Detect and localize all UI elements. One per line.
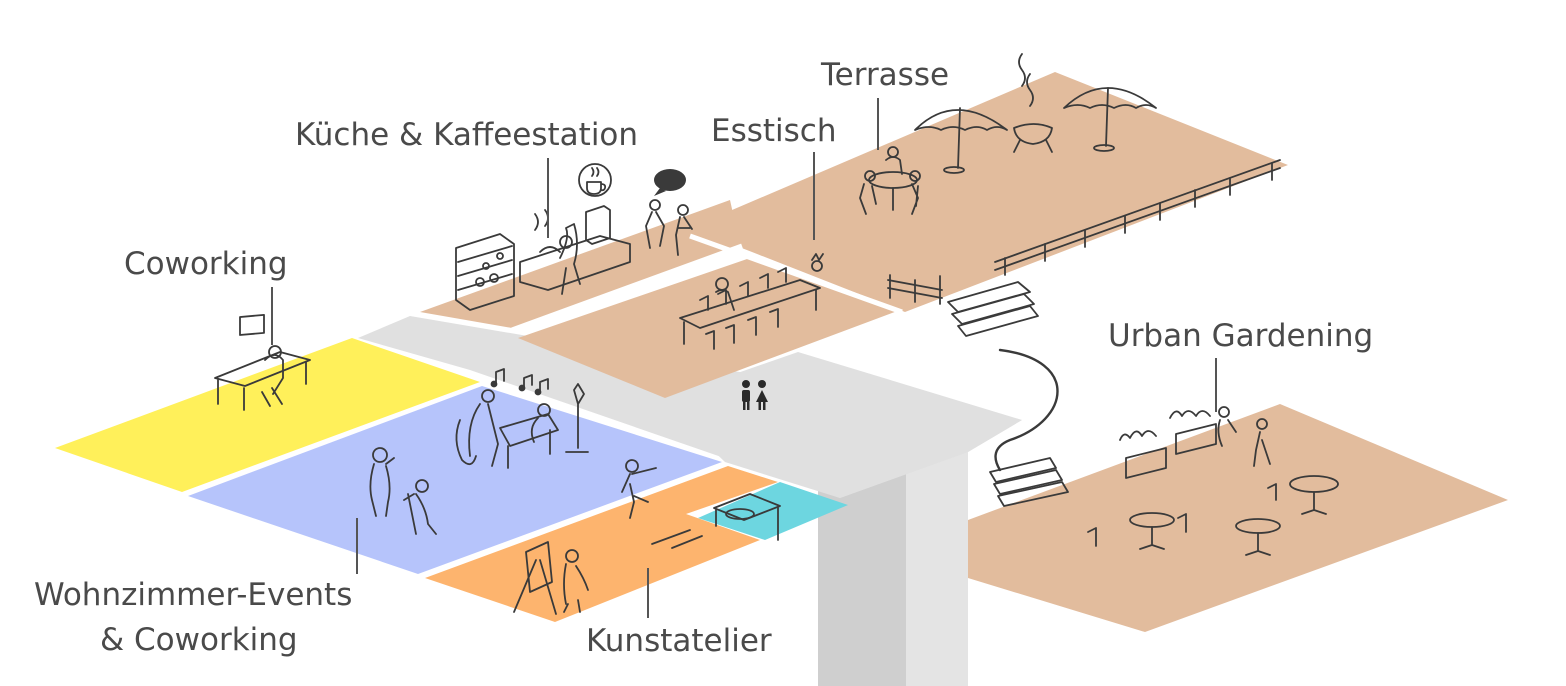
- people-chatting-sketch: [645, 199, 693, 256]
- urban-gardening-label: Urban Gardening: [1108, 318, 1373, 354]
- dining-table-sketch: [679, 253, 824, 350]
- stairs-upper: [947, 281, 1039, 337]
- coffee-cup-icon: [578, 163, 612, 197]
- stair-connector-curve: [994, 348, 1059, 472]
- coworking-label: Coworking: [124, 246, 288, 282]
- coworking-desk-sketch: [214, 313, 311, 411]
- easel-sketch: [513, 541, 589, 615]
- restroom-icon: [742, 380, 768, 410]
- garden-tables-sketch: [1087, 475, 1339, 556]
- terrace-floor: [690, 72, 1288, 312]
- living-events-label-line1: Wohnzimmer-Events: [34, 577, 352, 613]
- terrace-table-sketch: [859, 146, 921, 215]
- coworking-zone: [55, 338, 480, 492]
- kitchen-shelf-sketch: [455, 233, 515, 311]
- stairs-lower: [989, 457, 1069, 507]
- art-studio-zone: [425, 466, 778, 622]
- umbrella-icon: [1063, 87, 1157, 152]
- label-leaders: [271, 98, 1217, 618]
- dining-label: Esstisch: [711, 113, 837, 149]
- planters-sketch: [1119, 406, 1271, 479]
- bbq-grill-icon: [1013, 53, 1053, 153]
- kitchen-label: Küche & Kaffeestation: [295, 117, 638, 153]
- kitchen-counter-sketch: [519, 205, 631, 295]
- musicians-sketch: [455, 383, 589, 469]
- living-events-label-line2: & Coworking: [100, 622, 298, 658]
- kitchen-floor: [420, 200, 740, 328]
- speech-bubble-icon: [654, 169, 686, 196]
- bed-sketch: [713, 493, 781, 541]
- audience-sketch: [369, 447, 437, 535]
- terrace-railing: [994, 159, 1281, 276]
- living-events-zone: [188, 386, 722, 574]
- art-studio-label: Kunstatelier: [586, 623, 772, 659]
- corridor-floor-lower: [660, 352, 1022, 498]
- umbrella-icon: [914, 107, 1008, 174]
- motion-lines: [651, 529, 703, 549]
- dancer-sketch: [621, 459, 657, 519]
- cyan-room-zone: [698, 482, 848, 540]
- deck-dividers: [511, 233, 903, 333]
- music-notes-icon: [490, 368, 549, 396]
- urban-gardening-floor: [968, 404, 1508, 632]
- terrace-label: Terrasse: [820, 57, 949, 93]
- dining-railing: [887, 274, 943, 305]
